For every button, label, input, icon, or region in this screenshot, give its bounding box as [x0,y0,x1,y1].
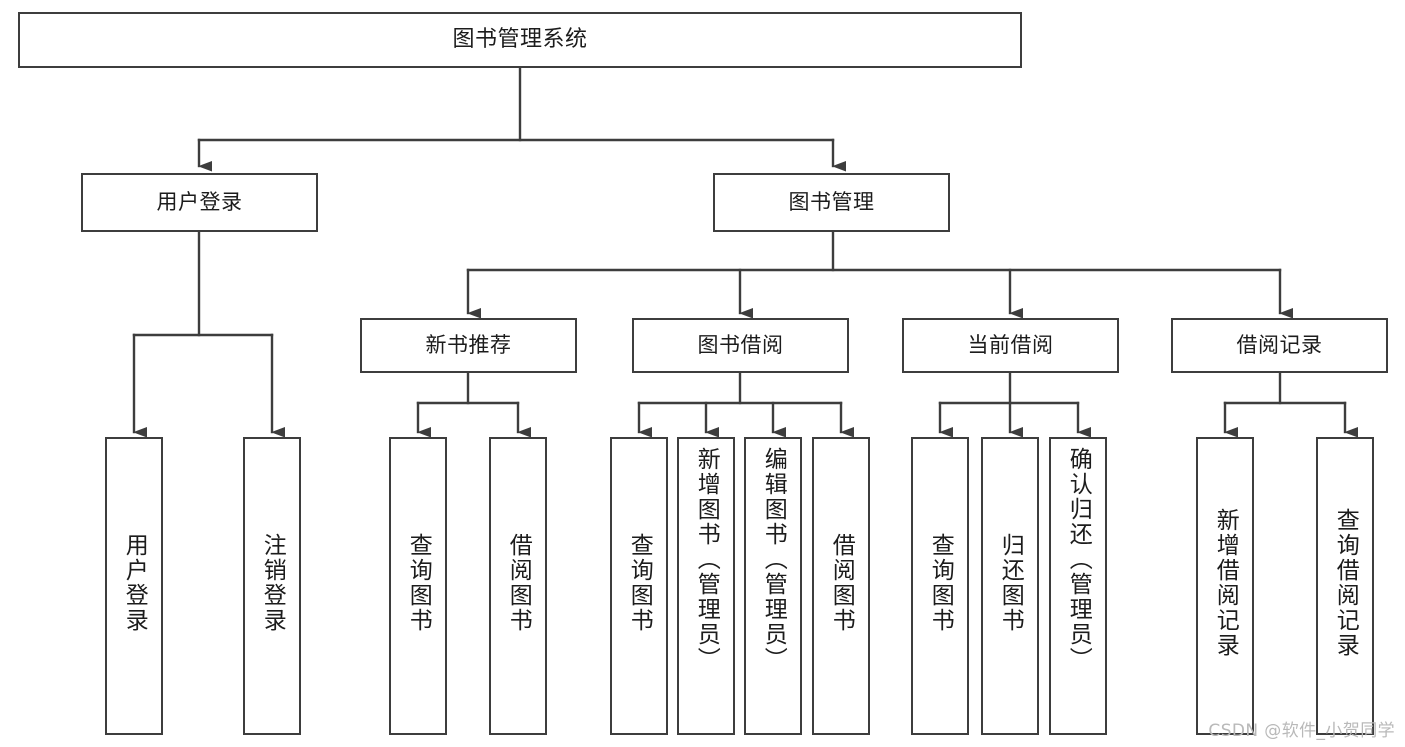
node-label: 借阅记录 [1236,333,1323,358]
node-borrow-record[interactable]: 借阅记录 [1171,318,1388,373]
node-label: 查询图书 [927,533,954,633]
node-label: 借阅图书 [828,533,855,633]
node-current-borrow[interactable]: 当前借阅 [902,318,1119,373]
leaf-current-return-book[interactable]: 归还图书 [981,437,1039,735]
node-label: 查询借阅记录 [1332,508,1359,658]
leaf-recommend-query-book[interactable]: 查询图书 [389,437,447,735]
leaf-record-query-record[interactable]: 查询借阅记录 [1316,437,1374,735]
leaf-borrow-borrow-book[interactable]: 借阅图书 [812,437,870,735]
node-book-management[interactable]: 图书管理 [713,173,950,232]
leaf-borrow-query-book[interactable]: 查询图书 [610,437,668,735]
leaf-record-add-record[interactable]: 新增借阅记录 [1196,437,1254,735]
node-label: 图书管理系统 [452,27,588,53]
node-label: 新增借阅记录 [1212,508,1239,658]
leaf-current-query-book[interactable]: 查询图书 [911,437,969,735]
leaf-current-confirm-return-admin[interactable]: 确认归还（管理员） [1049,437,1107,735]
node-label: 归还图书 [997,533,1024,633]
leaf-user-login-logout[interactable]: 注销登录 [243,437,301,735]
leaf-recommend-borrow-book[interactable]: 借阅图书 [489,437,547,735]
node-user-login[interactable]: 用户登录 [81,173,318,232]
node-label: 图书管理 [788,190,875,215]
node-label: 借阅图书 [505,533,532,633]
node-label: 新增图书（管理员） [693,447,720,672]
node-label: 查询图书 [405,533,432,633]
leaf-borrow-add-book-admin[interactable]: 新增图书（管理员） [677,437,735,735]
node-new-book-recommend[interactable]: 新书推荐 [360,318,577,373]
node-label: 图书借阅 [697,333,784,358]
leaf-borrow-edit-book-admin[interactable]: 编辑图书（管理员） [744,437,802,735]
node-label: 确认归还（管理员） [1065,447,1092,672]
node-book-borrow[interactable]: 图书借阅 [632,318,849,373]
node-root-system[interactable]: 图书管理系统 [18,12,1022,68]
node-label: 编辑图书（管理员） [760,447,787,672]
node-label: 新书推荐 [425,333,512,358]
node-label: 用户登录 [156,190,243,215]
leaf-user-login-login[interactable]: 用户登录 [105,437,163,735]
node-label: 当前借阅 [967,333,1054,358]
watermark-text: CSDN @软件_小贺同学 [1208,721,1395,741]
node-label: 用户登录 [121,533,148,633]
node-label: 注销登录 [259,533,286,633]
node-label: 查询图书 [626,533,653,633]
